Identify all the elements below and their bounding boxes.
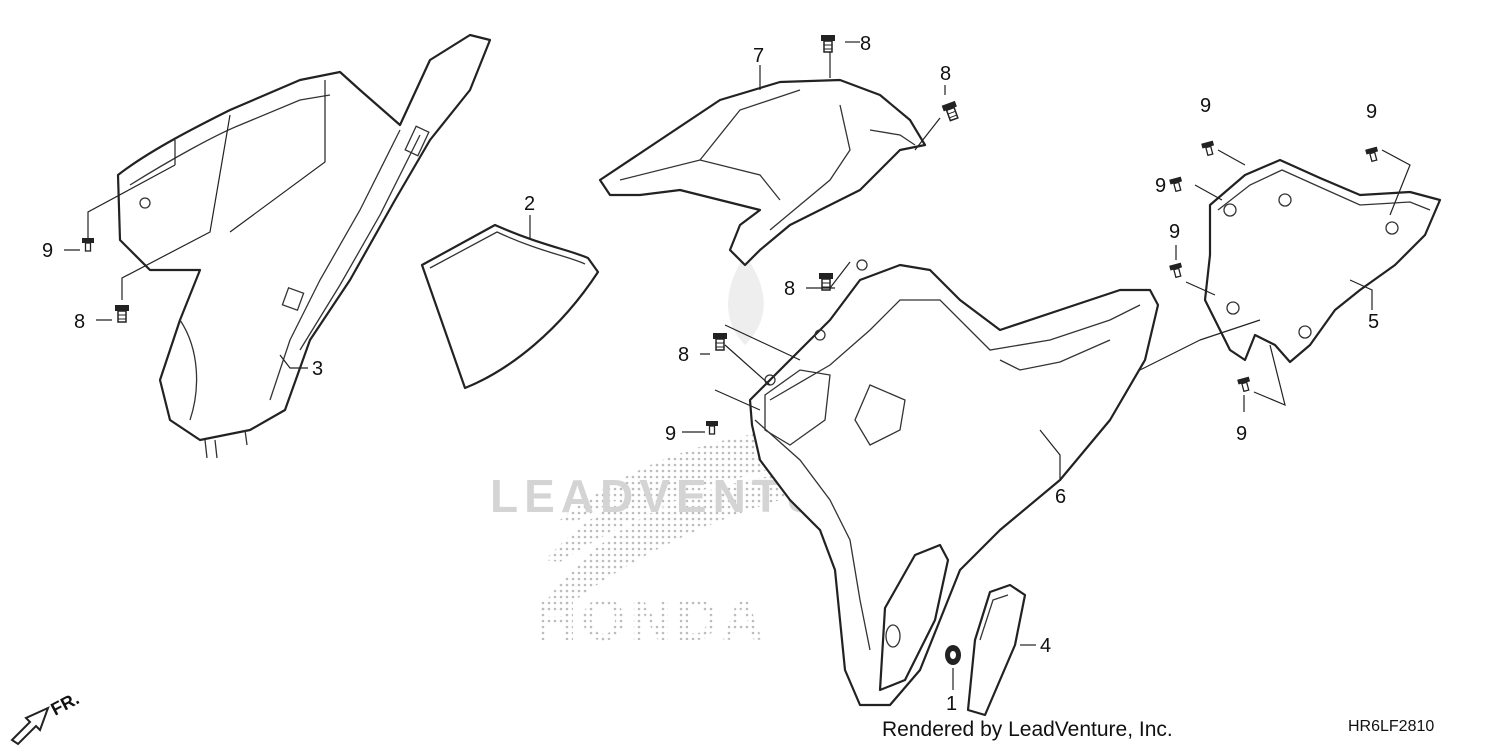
callout-7: 7 [753, 45, 764, 67]
callout-9: 9 [42, 240, 53, 262]
part-7-upper-cover [598, 78, 927, 267]
callout-3: 3 [312, 358, 323, 380]
callout-8: 8 [860, 33, 871, 55]
honda-watermark: HONDA [535, 588, 768, 653]
callout-9: 9 [665, 423, 676, 445]
diagram-code: HR6LF2810 [1348, 718, 1435, 735]
callout-6: 6 [1055, 486, 1066, 508]
callout-8: 8 [940, 63, 951, 85]
part-6-side-cover [748, 259, 1160, 707]
callout-2: 2 [524, 193, 535, 215]
screw-9 [1168, 175, 1185, 193]
part-3-inner-side-cover [116, 33, 492, 459]
callout-9: 9 [1366, 101, 1377, 123]
screw-9 [705, 420, 719, 435]
callout-9: 9 [1155, 175, 1166, 197]
callout-8: 8 [784, 278, 795, 300]
callout-8: 8 [74, 311, 85, 333]
bolt-8 [712, 332, 728, 351]
front-direction-arrow-icon [10, 706, 50, 746]
screw-9 [1200, 139, 1217, 157]
screw-9 [1236, 375, 1253, 393]
front-direction-label: FR. [47, 688, 82, 719]
callout-4: 4 [1040, 635, 1051, 657]
part-4-plate [878, 543, 1027, 717]
callout-5: 5 [1368, 311, 1379, 333]
leader-lines [64, 41, 1411, 690]
callout-9: 9 [1200, 95, 1211, 117]
bolt-8 [940, 100, 962, 123]
part-2-guard-sheet [420, 223, 600, 390]
render-credit: Rendered by LeadVenture, Inc. [882, 718, 1173, 741]
flame-logo-watermark [728, 255, 764, 345]
callout-1: 1 [946, 693, 957, 715]
callout-8: 8 [678, 344, 689, 366]
bolt-8 [820, 34, 836, 53]
part-5-inner-panel [1203, 158, 1442, 364]
bolt-8 [114, 304, 130, 323]
callout-9: 9 [1236, 423, 1247, 445]
screw-9 [1168, 261, 1185, 279]
part-1-grommet [945, 645, 961, 665]
screw-9 [1364, 145, 1381, 163]
callout-9: 9 [1169, 221, 1180, 243]
